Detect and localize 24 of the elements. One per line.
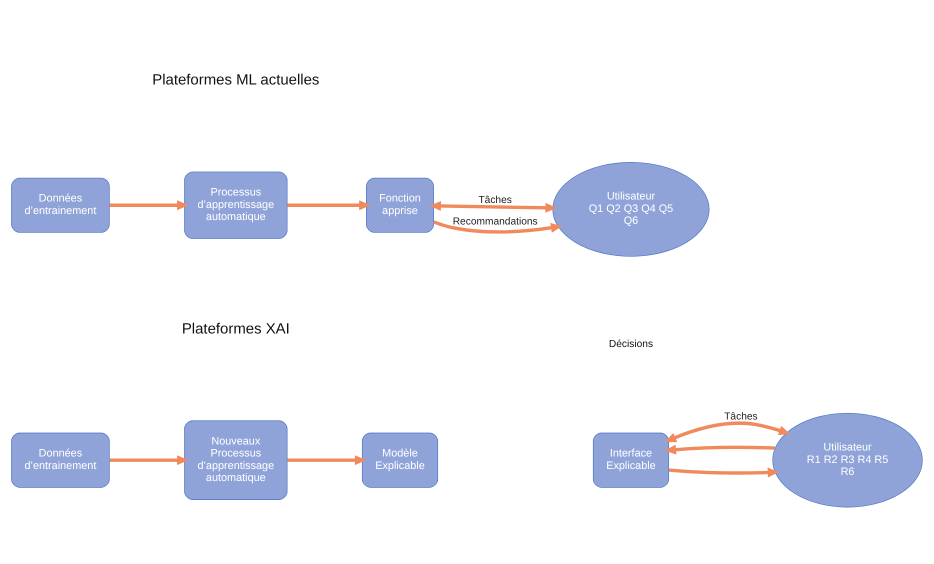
edge-label: Tâches (478, 194, 512, 206)
node-box: Données d’entrainement (11, 432, 110, 488)
node-box: Modèle Explicable (362, 432, 438, 488)
label: Décisions (608, 338, 654, 350)
node-ellipse: Utilisateur Q1 Q2 Q3 Q4 Q5 Q6 (552, 162, 710, 256)
arrow (664, 444, 775, 454)
arrow (110, 200, 188, 210)
node-box: Données d’entrainement (11, 177, 110, 232)
arrow (433, 220, 562, 234)
arrow (287, 200, 371, 210)
arrow (668, 467, 780, 477)
label: Plateformes XAI (182, 320, 290, 337)
arrow (287, 454, 366, 465)
node-box: Fonction apprise (366, 177, 434, 232)
node-box: Processus d’apprentissage automatique (184, 171, 288, 238)
arrow (430, 200, 557, 212)
arrow (664, 421, 790, 442)
label: Plateformes ML actuelles (152, 71, 320, 88)
node-ellipse: Utilisateur R1 R2 R3 R4 R5 R6 (772, 412, 923, 507)
arrow (110, 454, 188, 465)
node-box: Nouveaux Processus d’apprentissage automatique (184, 420, 288, 500)
node-box: Interface Explicable (592, 432, 670, 488)
edge-label: Tâches (724, 410, 758, 422)
edge-label: Recommandations (452, 216, 538, 227)
